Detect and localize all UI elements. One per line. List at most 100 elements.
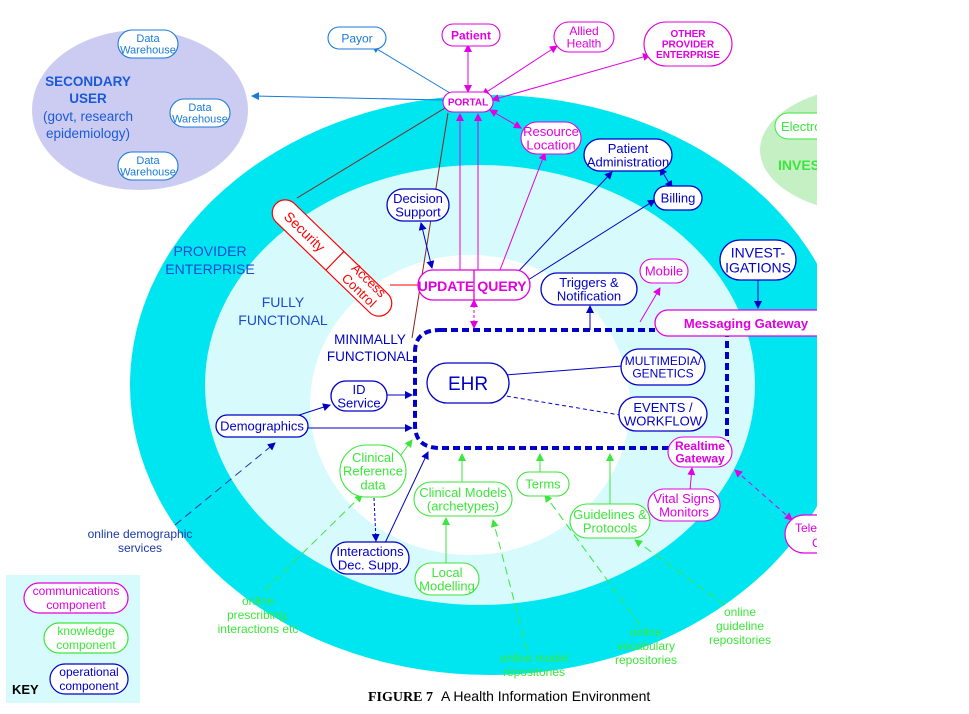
resource-location-label-1: Resource xyxy=(523,124,579,139)
vital-signs-label-2: Monitors xyxy=(659,505,709,520)
online-demographic-annotation: online demographic services xyxy=(88,527,193,555)
ann-model-1: online model xyxy=(500,651,568,665)
triggers-node: Triggers &Notification xyxy=(540,272,638,306)
data-warehouse-1-label-1: Data xyxy=(136,33,160,45)
investigations-region xyxy=(760,94,817,206)
terms-label-1: Terms xyxy=(525,477,561,492)
allied-health-label-1: Allied xyxy=(569,24,598,38)
portal-node: PORTAL xyxy=(442,91,494,113)
allied-health-label-2: Health xyxy=(567,37,602,51)
key-comm-1: communications xyxy=(33,584,120,598)
key-know-2: component xyxy=(56,638,116,652)
online-prescribing-dashed xyxy=(264,494,363,591)
triggers-label-2: Notification xyxy=(557,289,621,304)
events-workflow-label-1: EVENTS / xyxy=(633,400,693,415)
clinical-reference-label-1: Clinical xyxy=(352,450,394,465)
events-workflow-label-2: WORKFLOW xyxy=(624,414,703,429)
patient-admin-label-2: Administration xyxy=(587,155,669,170)
minimally-functional-label: MINIMALLY FUNCTIONAL xyxy=(327,332,414,364)
decision-support-label-1: Decision xyxy=(393,191,443,206)
demographics-label-1: Demographics xyxy=(220,419,304,434)
query-label: QUERY xyxy=(477,278,527,294)
portal-security-line xyxy=(296,107,446,199)
online-demographic-dashed xyxy=(174,442,276,526)
invest-label: INVES xyxy=(778,157,820,173)
key-title: KEY xyxy=(12,682,39,697)
provider-enterprise-label: PROVIDER ENTERPRISE xyxy=(165,243,254,277)
messaging-gateway-label: Messaging Gateway xyxy=(684,316,809,331)
payor-portal-arrow xyxy=(371,45,456,97)
payor-node: Payor xyxy=(327,26,387,50)
online-model-dashed xyxy=(490,519,528,651)
secondary-line-2: USER xyxy=(69,91,107,106)
key-operational xyxy=(49,663,129,695)
messaging-gateway-box xyxy=(654,309,817,337)
multimedia-node: MULTIMEDIA/GENETICS xyxy=(620,348,706,386)
multimedia-label-1: MULTIMEDIA/ xyxy=(625,354,702,368)
realtime-tele-arrow xyxy=(734,469,793,521)
key-legend: communications component knowledge compo… xyxy=(6,575,140,703)
allied-portal-arrow xyxy=(481,45,558,96)
svg-text:operational: operational xyxy=(59,665,118,679)
interactions-label-1: Interactions xyxy=(336,544,404,559)
key-know-1: knowledge xyxy=(57,624,115,638)
key-knowledge xyxy=(43,622,129,654)
ann-demo-1: online demographic xyxy=(88,527,193,541)
online-guideline-annotation: online guideline repositories xyxy=(709,605,771,647)
svg-text:Tele: Tele xyxy=(795,521,817,535)
decision-support-label-2: Support xyxy=(395,205,441,220)
id-service-label-2: Service xyxy=(337,396,380,411)
online-vocabulary-dashed xyxy=(544,494,641,626)
interactions-ehr-arrow xyxy=(384,451,429,544)
triggers-label-1: Triggers & xyxy=(559,275,619,290)
ann-voc-1: online xyxy=(630,625,662,639)
electronic-node xyxy=(774,112,817,140)
online-vocabulary-annotation: online vocabulary repositories xyxy=(615,625,677,667)
data-warehouse-1-label-2: Warehouse xyxy=(120,45,176,57)
minimally-line-2: FUNCTIONAL xyxy=(327,349,414,364)
secondary-line-4: epidemiology) xyxy=(46,126,130,141)
electronic-label: Electro xyxy=(781,119,821,134)
guidelines-node: Guidelines &Protocols xyxy=(569,503,651,539)
ehr-node: EHR xyxy=(426,362,510,404)
ann-pres-2: prescribing, xyxy=(227,608,289,622)
key-comm-2: component xyxy=(46,598,106,612)
clinical-models-node: Clinical Models(archetypes) xyxy=(413,481,513,517)
portal-resource-arrow xyxy=(489,109,522,129)
local-modelling-label-2: Modelling xyxy=(419,579,475,594)
patient-node: Patient xyxy=(441,23,501,47)
other-provider-label-3: ENTERPRISE xyxy=(656,50,720,61)
key-op-2: component xyxy=(59,679,119,693)
tele-node xyxy=(784,514,817,554)
fully-line-1: FULLY xyxy=(262,294,305,310)
ehr-label-1: EHR xyxy=(448,374,488,395)
svg-text:component: component xyxy=(46,598,106,612)
billing-admin-arrow xyxy=(659,167,673,189)
other-provider-label-2: PROVIDER xyxy=(662,40,715,51)
data-warehouse-2-label-1: Data xyxy=(188,102,212,114)
vital-signs-label-1: Vital Signs xyxy=(653,491,715,506)
demographics-node: Demographics xyxy=(215,414,309,438)
ann-demo-2: services xyxy=(118,541,162,555)
online-prescribing-annotation: online prescribing, interactions etc xyxy=(218,594,299,636)
decision-update-arrow xyxy=(418,222,435,269)
other-provider-label-1: OTHER xyxy=(671,29,707,40)
ann-pres-3: interactions etc xyxy=(218,622,299,636)
key-communications xyxy=(23,582,129,614)
provider-line-1: PROVIDER xyxy=(173,243,246,259)
query-resource-arrow xyxy=(499,152,547,271)
query-billing-arrow xyxy=(527,199,656,281)
ann-voc-3: repositories xyxy=(615,653,677,667)
